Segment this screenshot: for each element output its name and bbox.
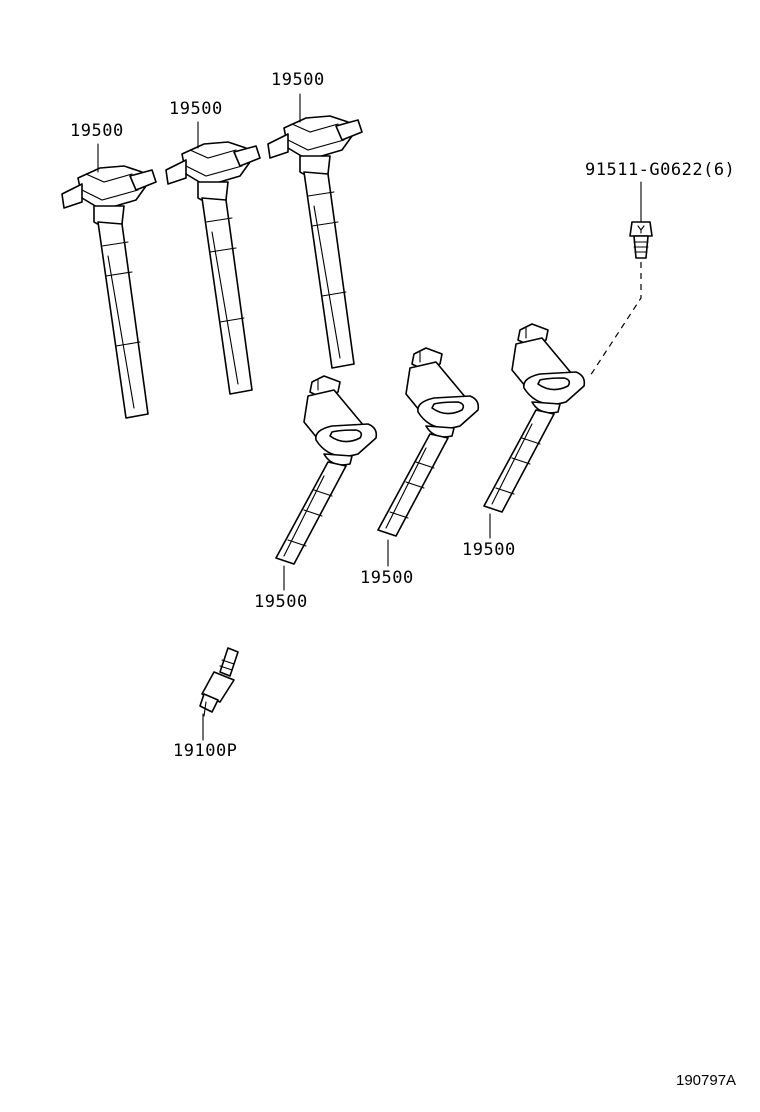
illustration-code: 190797A bbox=[676, 1072, 737, 1089]
ignition-coil-top-left bbox=[61, 165, 157, 419]
callout-coil-bottom-right: 19500 bbox=[462, 540, 516, 560]
ignition-coil-bottom-middle bbox=[377, 347, 480, 537]
callout-coil-bottom-left: 19500 bbox=[254, 592, 308, 612]
callout-spark-plug: 19100P bbox=[173, 741, 238, 761]
bolt-dashed-line bbox=[589, 262, 642, 377]
ignition-coil-bottom-right bbox=[483, 323, 586, 513]
leader-lines bbox=[97, 93, 642, 741]
ignition-coil-bottom-left bbox=[275, 375, 378, 565]
ignition-coil-top-middle bbox=[165, 141, 261, 395]
bolt-part bbox=[629, 221, 653, 259]
callout-coil-top-left: 19500 bbox=[70, 121, 124, 141]
callout-coil-top-middle: 19500 bbox=[169, 99, 223, 119]
spark-plug-part bbox=[199, 647, 239, 717]
callout-coil-top-right: 19500 bbox=[271, 70, 325, 90]
callout-coil-bottom-middle: 19500 bbox=[360, 568, 414, 588]
ignition-coil-top-right bbox=[267, 115, 363, 369]
callout-bolt: 91511-G0622(6) bbox=[585, 160, 736, 180]
